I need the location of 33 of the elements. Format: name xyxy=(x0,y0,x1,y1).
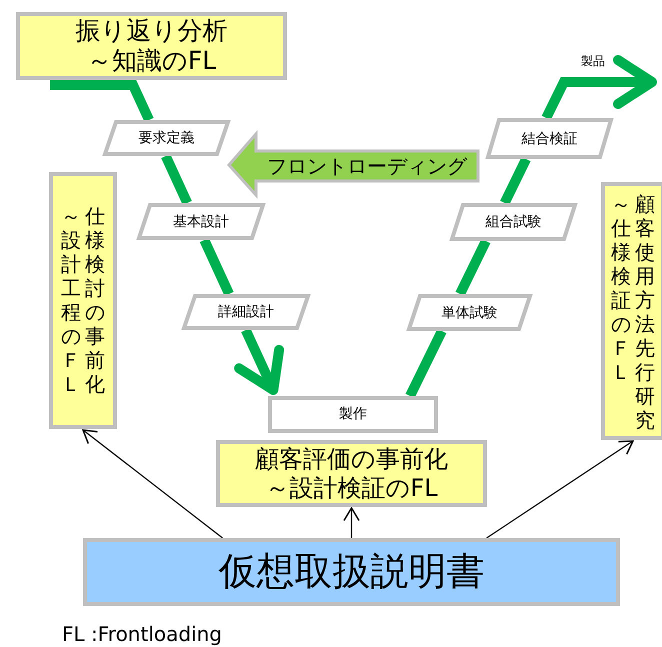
arrow xyxy=(486,440,634,538)
arrow-text: フロントローディング xyxy=(267,152,467,180)
arrow-label: 製品 xyxy=(581,53,605,70)
arrow xyxy=(82,429,223,538)
step-label: 単体試験 xyxy=(442,304,498,322)
step-label: 詳細設計 xyxy=(218,303,274,321)
process-parallelogram xyxy=(450,203,577,241)
note-box xyxy=(601,182,662,440)
box-text: 顧客評価の事前化～設計検証のFL xyxy=(254,444,449,502)
process-arrow xyxy=(234,328,284,395)
note-box xyxy=(216,440,487,507)
process-parallelogram xyxy=(182,294,310,330)
vertical-text: 顧客使用方法先行研究～仕様検証のＦＬ xyxy=(611,192,655,432)
box-text: 振り返り分析～知識のFL xyxy=(74,16,228,76)
vertical-text: 仕様検討の事前化～設計工程のＦＬ xyxy=(61,204,105,396)
block-arrow xyxy=(226,131,480,198)
arrow xyxy=(343,507,360,538)
step-label: 基本設計 xyxy=(173,212,229,230)
process-parallelogram xyxy=(407,294,532,331)
step-label: 結合検証 xyxy=(522,130,578,148)
step-label: 組合試験 xyxy=(486,213,542,231)
banner-box xyxy=(83,538,620,606)
process-arrow xyxy=(542,55,657,120)
process-parallelogram xyxy=(137,203,265,240)
process-box xyxy=(268,396,438,433)
process-parallelogram xyxy=(103,120,230,156)
box-text: 製作 xyxy=(339,406,367,423)
footnote: FL :Frontloading xyxy=(62,622,222,646)
box-text: 仮想取扱説明書 xyxy=(218,549,484,595)
process-parallelogram xyxy=(486,118,613,159)
note-box xyxy=(16,12,287,80)
note-box xyxy=(49,172,117,429)
step-label: 要求定義 xyxy=(138,129,194,147)
